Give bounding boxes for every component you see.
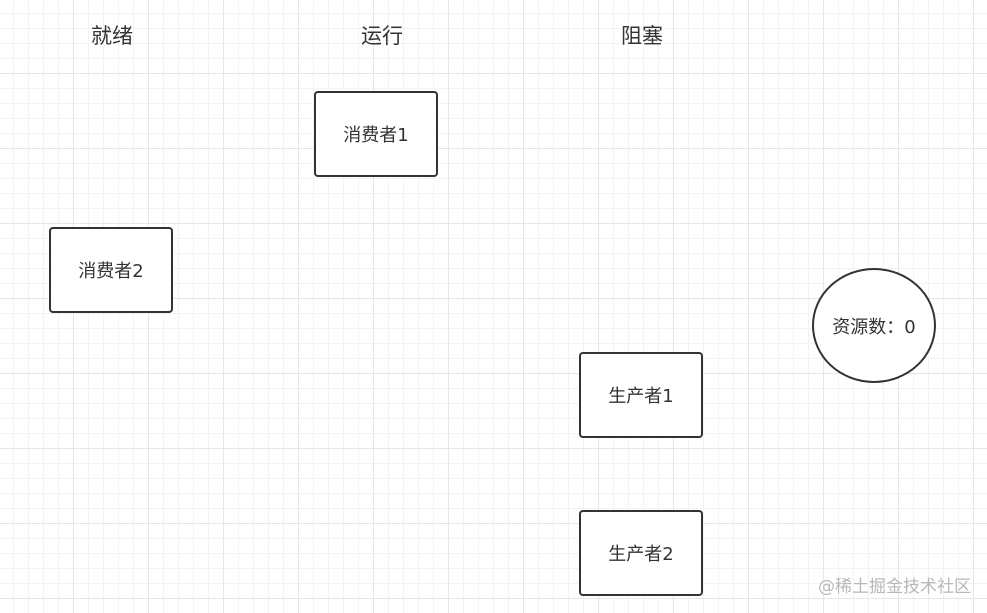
column-title-blocked: 阻塞 bbox=[621, 24, 663, 48]
resource-count-label: 资源数：0 bbox=[832, 316, 916, 338]
node-producer-1[interactable]: 生产者1 bbox=[579, 352, 703, 438]
node-producer-1-label: 生产者1 bbox=[608, 386, 674, 407]
resource-count-node[interactable]: 资源数：0 bbox=[812, 268, 936, 383]
column-title-ready: 就绪 bbox=[91, 24, 133, 48]
node-consumer-1-label: 消费者1 bbox=[343, 125, 409, 146]
node-consumer-2-label: 消费者2 bbox=[78, 261, 144, 282]
node-consumer-2[interactable]: 消费者2 bbox=[49, 227, 173, 313]
node-consumer-1[interactable]: 消费者1 bbox=[314, 91, 438, 177]
column-title-running: 运行 bbox=[361, 24, 403, 48]
node-producer-2-label: 生产者2 bbox=[608, 544, 674, 565]
watermark: @稀土掘金技术社区 bbox=[818, 577, 971, 597]
node-producer-2[interactable]: 生产者2 bbox=[579, 510, 703, 596]
